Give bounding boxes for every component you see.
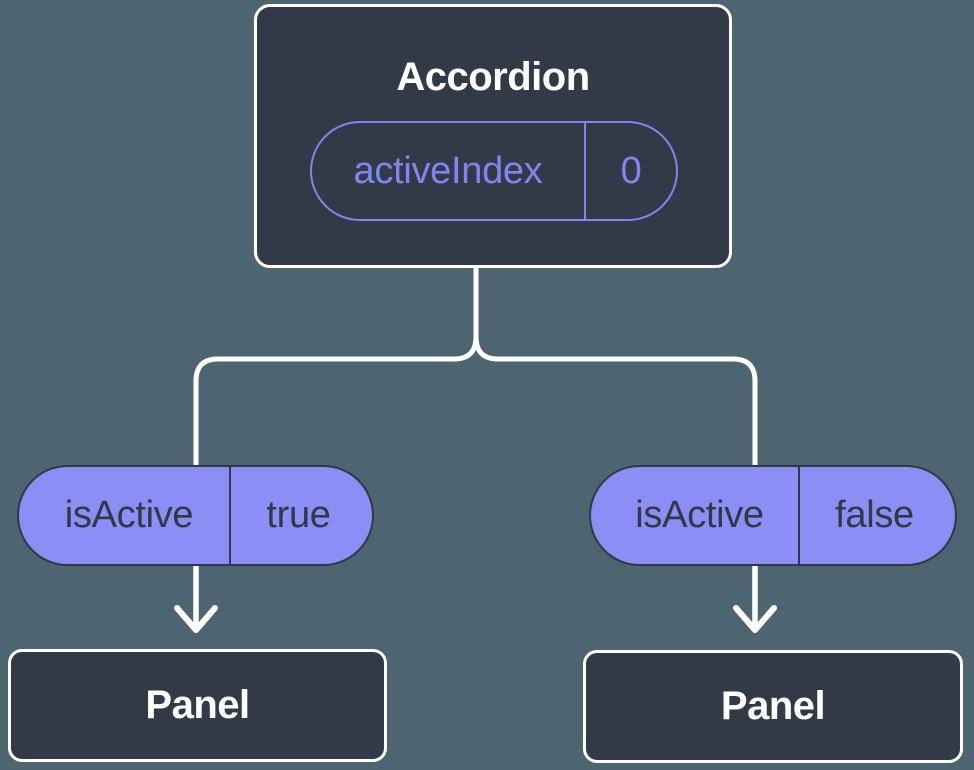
panel-node-right: Panel — [583, 650, 963, 763]
prop-pill-value: false — [835, 494, 914, 536]
connector-branch-lines — [193, 261, 758, 467]
arrow-left-head-icon — [174, 605, 218, 633]
accordion-title: Accordion — [396, 55, 590, 99]
prop-pill-key: isActive — [19, 467, 231, 564]
panel-title: Panel — [720, 684, 826, 728]
panel-title: Panel — [145, 683, 250, 727]
prop-pill-isactive-left: isActive true — [17, 465, 374, 566]
state-pill-value: 0 — [620, 149, 642, 192]
arrow-right-head-icon — [733, 605, 777, 633]
panel-node-left: Panel — [8, 649, 387, 762]
prop-pill-key: isActive — [591, 467, 800, 564]
state-pill-key: activeIndex — [312, 123, 586, 219]
state-pill-activeindex: activeIndex 0 — [310, 121, 678, 221]
prop-pill-value: true — [266, 494, 331, 536]
prop-pill-isactive-right: isActive false — [589, 465, 957, 566]
accordion-node: Accordion activeIndex 0 — [254, 4, 732, 268]
